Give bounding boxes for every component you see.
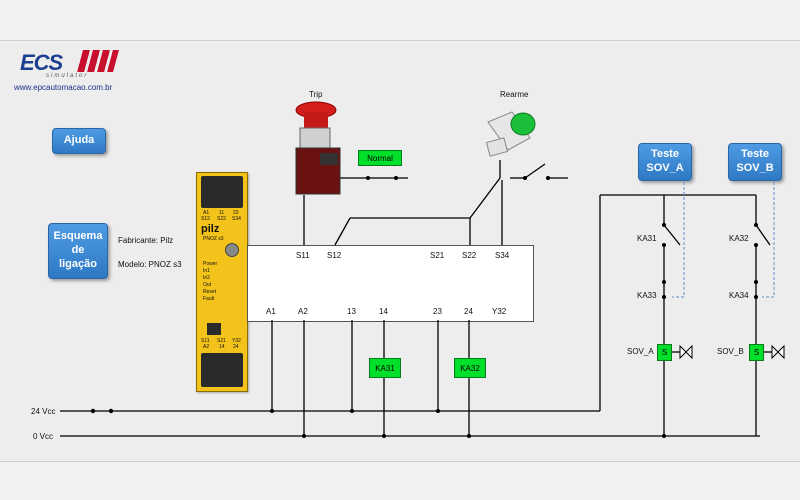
terminal-s12: S12: [327, 251, 342, 260]
supply-0v-label: 0 Vcc: [33, 432, 54, 441]
safety-relay-block: [247, 245, 534, 322]
coil-ka31: KA31: [369, 358, 401, 378]
contact-ka32-label: KA32: [729, 234, 749, 243]
sov-b-label: SOV_B: [717, 347, 744, 356]
led-out: Out: [203, 282, 212, 288]
ecs-logo: ECS simulator: [18, 48, 119, 80]
terminal-s11: S11: [296, 251, 310, 260]
model-label: Modelo: PNOZ s3: [118, 260, 182, 269]
pnoz-top-row2: S12: [201, 216, 210, 222]
test-sov-a-button[interactable]: Teste SOV_A: [638, 143, 692, 181]
pnoz-bot-row1: Y32: [232, 338, 241, 344]
reset-label: Rearme: [500, 90, 529, 99]
pnoz-bot-row2: 14: [219, 344, 225, 350]
schematic-button[interactable]: Esquema de ligação: [48, 223, 108, 279]
contact-ka33-label: KA33: [637, 291, 657, 300]
logo-text: ECS: [20, 50, 63, 75]
pnoz-bot-row2: 24: [233, 344, 239, 350]
terminal-24: 24: [464, 307, 473, 316]
terminal-block-bottom: [201, 353, 243, 387]
test-b-link: [762, 182, 775, 298]
test-sov-b-button[interactable]: Teste SOV_B: [728, 143, 782, 181]
terminal-14: 14: [379, 307, 388, 316]
terminal-s21: S21: [430, 251, 445, 260]
valve-b-icon: [771, 344, 785, 360]
dial-icon: [225, 243, 239, 257]
pnoz-module: A1 11 23 S12 S22 S34 pilz PNOZ s3 Power …: [196, 172, 248, 392]
pnoz-model-text: PNOZ s3: [203, 236, 224, 242]
terminal-y32: Y32: [492, 307, 507, 316]
coil-ka32: KA32: [454, 358, 486, 378]
manufacturer-label: Fabricante: Pilz: [118, 236, 174, 245]
pnoz-top-row1: 23: [233, 210, 239, 216]
solenoid-b: S: [749, 344, 764, 361]
contact-ka31-label: KA31: [637, 234, 657, 243]
terminal-block-top: [201, 176, 243, 208]
reset-pushbutton-icon[interactable]: [485, 111, 536, 157]
trip-label: Trip: [309, 90, 323, 99]
terminal-13: 13: [347, 307, 356, 316]
terminal-a1: A1: [266, 307, 276, 316]
valve-a-icon: [679, 344, 693, 360]
pnoz-top-row1: A1: [203, 210, 210, 216]
pilz-brand: pilz: [201, 223, 220, 235]
led-in1: In1: [203, 268, 210, 274]
test-a-link: [672, 182, 685, 298]
normal-status-indicator: Normal: [358, 150, 402, 166]
logo-tagline: simulator: [46, 73, 89, 79]
led-fault: Fault: [203, 296, 215, 302]
sov-a-label: SOV_A: [627, 347, 654, 356]
pnoz-top-row2: S34: [232, 216, 241, 222]
pnoz-top-row2: S22: [217, 216, 226, 222]
qr-icon: [207, 323, 221, 335]
terminal-s22: S22: [462, 251, 477, 260]
solenoid-a: S: [657, 344, 672, 361]
pnoz-leds: Power In1 In2 Out Reset Fault: [203, 261, 217, 303]
pnoz-bot-row1: S21: [217, 338, 226, 344]
terminal-s34: S34: [495, 251, 510, 260]
trip-pushbutton-icon[interactable]: [295, 101, 341, 195]
supply-24v-label: 24 Vcc: [31, 407, 56, 416]
led-reset: Reset: [203, 289, 217, 295]
terminal-23: 23: [433, 307, 442, 316]
led-in2: In2: [203, 275, 210, 281]
contact-ka34-label: KA34: [729, 291, 749, 300]
pnoz-top-row1: 11: [219, 210, 225, 216]
led-power: Power: [203, 261, 218, 267]
help-button[interactable]: Ajuda: [52, 128, 106, 154]
pnoz-bot-row1: S11: [201, 338, 210, 344]
website-link[interactable]: www.epcautomacao.com.br: [14, 83, 113, 92]
pnoz-bot-row2: A2: [203, 344, 210, 350]
terminal-a2: A2: [298, 307, 308, 316]
